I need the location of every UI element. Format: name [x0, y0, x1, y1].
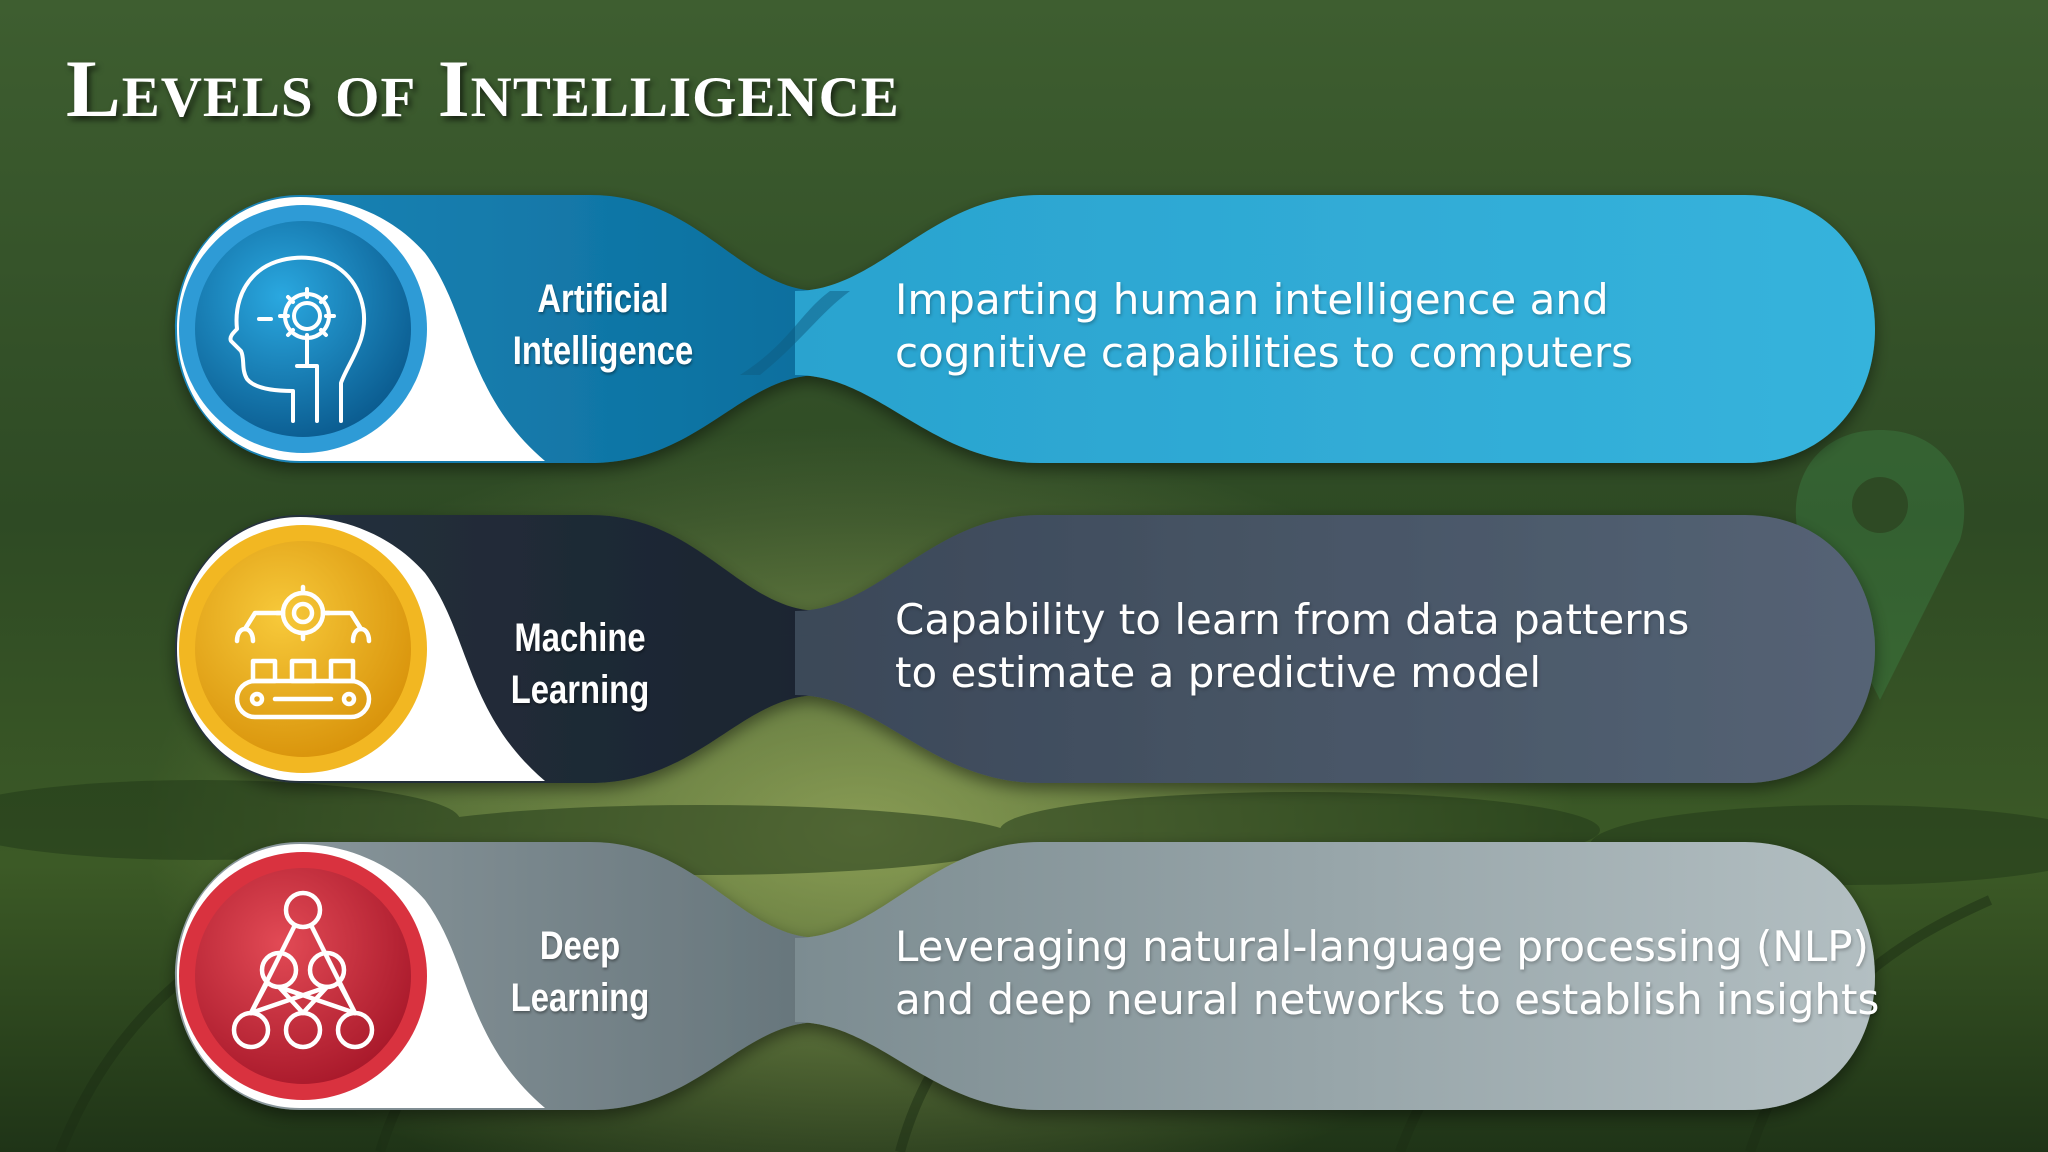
level-icon-circle — [175, 201, 431, 457]
slide-title: Levels of Intelligence — [66, 43, 900, 134]
conveyor-robot-icon — [179, 525, 427, 773]
level-label: Machine Learning — [510, 616, 650, 712]
level-icon-circle — [175, 848, 431, 1104]
level-label: Deep Learning — [510, 924, 650, 1020]
head-gear-icon — [179, 205, 427, 453]
level-label: Artificial Intelligence — [512, 277, 694, 373]
level-description: Imparting human intelligence and cogniti… — [895, 275, 1633, 377]
neural-network-icon — [179, 852, 427, 1100]
level-row-machine-learning: Machine Learning Capability to learn fro… — [0, 513, 2048, 793]
map-pin-icon — [1795, 430, 1965, 700]
level-description: Leveraging natural-language processing (… — [895, 922, 1880, 1024]
level-description: Capability to learn from data patterns t… — [895, 595, 1690, 697]
level-row-deep-learning: Deep Learning Leveraging natural-languag… — [0, 840, 2048, 1120]
level-icon-circle — [175, 521, 431, 777]
level-row-artificial-intelligence: Artificial Intelligence Imparting human … — [0, 193, 2048, 473]
